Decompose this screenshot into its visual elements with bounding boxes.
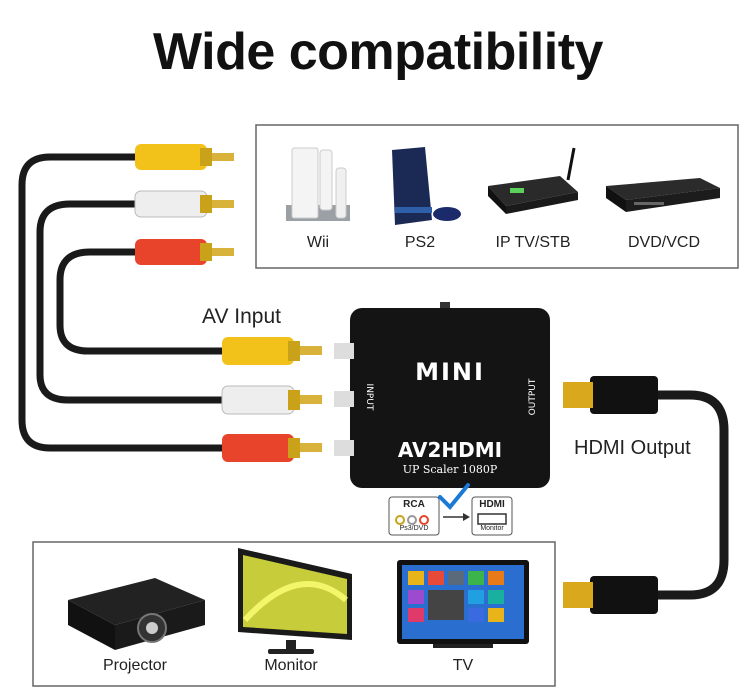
ps2-console-icon	[392, 147, 461, 225]
rca-plug-yellow-input	[222, 337, 322, 365]
rca-plug-white-top	[134, 190, 234, 218]
converter-box	[334, 302, 550, 488]
hdmi-cable	[563, 376, 729, 614]
wii-console-icon	[286, 147, 350, 221]
conversion-badge	[388, 483, 513, 536]
conversion-from-sub: Ps3/DVD	[399, 525, 429, 532]
device-output-side: OUTPUT	[528, 378, 538, 416]
hdmi-output-label: HDMI Output	[574, 437, 691, 459]
monitor-icon	[238, 548, 352, 654]
rca-cables	[18, 153, 229, 452]
page-title: Wide compatibility	[153, 23, 603, 81]
rca-plug-yellow-top	[135, 144, 234, 170]
device-label-ps2: PS2	[404, 234, 436, 251]
device-label-projector: Projector	[102, 657, 168, 674]
av-input-label: AV Input	[202, 305, 281, 328]
device-label-iptv: IP TV/STB	[495, 234, 571, 251]
rca-plug-red-top	[135, 239, 234, 265]
conversion-to: HDMI	[479, 499, 505, 510]
device-brand: MINI	[415, 358, 485, 386]
projector-icon	[68, 578, 205, 650]
conversion-from: RCA	[403, 499, 425, 510]
device-label-monitor: Monitor	[264, 657, 318, 674]
device-input-side: INPUT	[364, 383, 374, 411]
device-model: AV2HDMI	[397, 438, 503, 462]
device-label-wii: Wii	[306, 234, 330, 251]
tv-icon	[397, 560, 529, 648]
dvd-player-icon	[606, 178, 720, 212]
rca-plug-white-input	[221, 385, 322, 415]
conversion-to-sub: Monitor	[480, 525, 504, 532]
device-label-tv: TV	[452, 657, 474, 674]
set-top-box-icon	[488, 147, 578, 214]
device-subtitle: UP Scaler 1080P	[402, 463, 498, 476]
device-label-dvd: DVD/VCD	[627, 234, 700, 251]
rca-plug-red-input	[222, 434, 322, 462]
